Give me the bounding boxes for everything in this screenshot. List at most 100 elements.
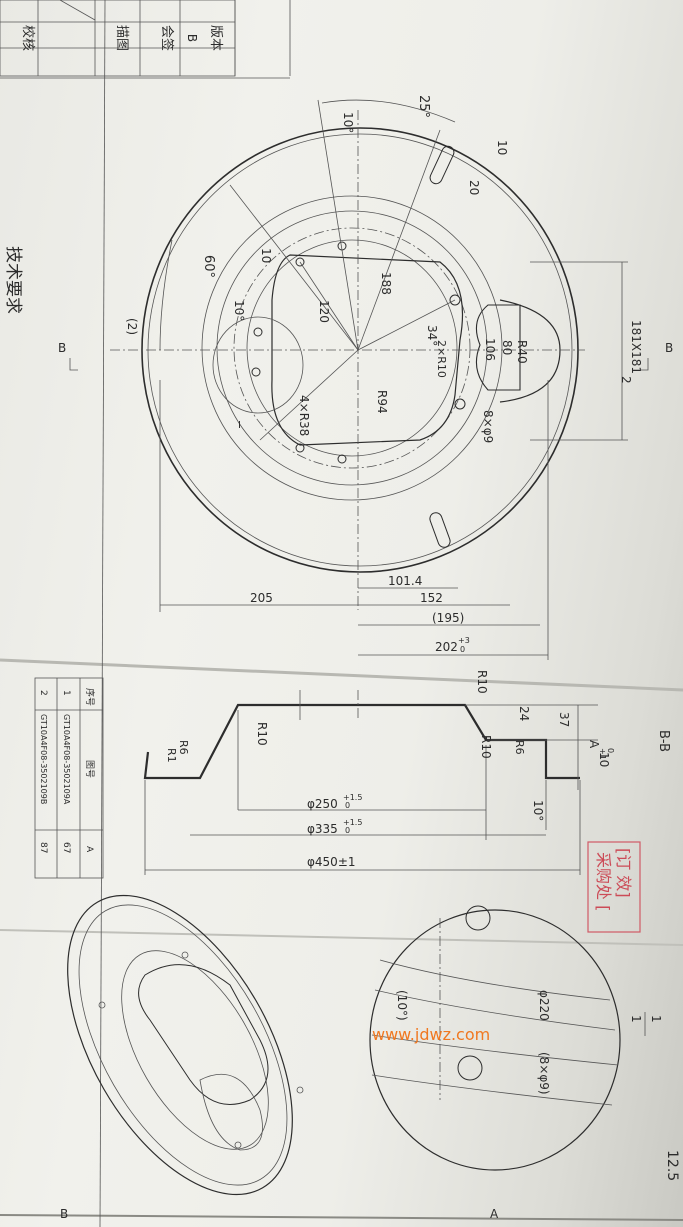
plan-view: I 10° xyxy=(58,95,673,660)
parts-row2-seq: 2 xyxy=(38,690,48,696)
mounting-hole xyxy=(454,398,466,410)
parts-row1-a: 67 xyxy=(61,842,71,853)
dim-195: (195) xyxy=(432,611,464,625)
dim-angle-34: 34° xyxy=(425,325,439,346)
dim-101-4: 101.4 xyxy=(388,574,422,588)
watermark-text: www.jdwz.com xyxy=(372,1025,490,1044)
parts-row2-drawing-no: GT10A4F08-3502109B xyxy=(39,714,48,804)
detail-scale-num: 1 xyxy=(649,1015,663,1023)
detail-angle-10: (10°) xyxy=(395,990,409,1021)
detail-scale-den: 1 xyxy=(629,1015,643,1023)
mounting-hole xyxy=(295,257,305,267)
notch-window xyxy=(475,304,521,391)
parts-table: 序号 图号 A 1 GT10A4F08-3502109A 67 2 GT10A4… xyxy=(34,677,104,879)
angle-arc xyxy=(159,239,173,351)
dim-202-tol-lower: 0 xyxy=(460,645,465,654)
mounting-hole xyxy=(253,327,263,337)
dim-181x181: 181X181 xyxy=(629,320,643,374)
leader xyxy=(317,99,359,351)
border-mark-a: A xyxy=(490,1207,499,1221)
dim-2xr10: 2×R10 xyxy=(435,340,448,378)
sec-a-tol-lower: 0 xyxy=(606,748,615,753)
dim-152: 152 xyxy=(420,591,443,605)
sec-r10-a: R10 xyxy=(255,722,269,746)
border-line xyxy=(99,0,106,1227)
sec-37: 37 xyxy=(557,712,571,727)
sec-d450: φ450±1 xyxy=(307,855,356,869)
center-opening xyxy=(271,254,464,446)
sec-d335-tol-upper: +1.5 xyxy=(343,818,362,827)
mounting-hole xyxy=(449,294,461,306)
section-view: R10 R10 R10 R6 R6 R1 24 37 A +1 0 10 10°… xyxy=(143,670,671,875)
stamp-line-1: [订 效] xyxy=(614,848,633,898)
sec-a-tol-upper: +1 xyxy=(598,748,607,760)
title-block-row-version: 版本 xyxy=(208,25,223,51)
pitch-circle xyxy=(233,227,471,469)
angle-arc xyxy=(321,99,456,123)
detail-d220: φ220 xyxy=(537,990,551,1021)
adjust-slot xyxy=(429,512,451,548)
mounting-hole xyxy=(295,443,305,453)
dim-106: 106 xyxy=(483,338,497,361)
isometric-view xyxy=(67,894,304,1196)
sec-d335: φ335 xyxy=(307,822,338,836)
sec-d335-tol-lower: 0 xyxy=(345,826,350,835)
sec-angle-10: 10° xyxy=(531,800,545,821)
fold-line xyxy=(0,929,683,946)
dim-202: 202 xyxy=(435,640,458,654)
sec-a-dim: A xyxy=(587,740,601,749)
fold-line xyxy=(0,1214,683,1221)
title-block-row-countersign: 会签 xyxy=(159,25,175,51)
mounting-hole xyxy=(337,454,347,464)
detail-circle xyxy=(212,316,304,414)
leader xyxy=(357,299,456,351)
dim-80: 80 xyxy=(500,340,514,355)
detail-holes: (8×φ9) xyxy=(537,1052,551,1095)
inner-circle xyxy=(246,239,458,457)
fold-line xyxy=(0,658,683,692)
sec-10: 10 xyxy=(597,752,611,767)
dim-angle-10-top: 10° xyxy=(341,112,355,133)
dim-r40: R40 xyxy=(515,340,529,364)
leader xyxy=(229,184,359,351)
leader xyxy=(259,349,359,441)
sec-d250-tol-upper: +1.5 xyxy=(343,793,362,802)
dim-4xr38: 4×R38 xyxy=(297,395,311,436)
section-mark-b-left: B xyxy=(58,341,66,355)
surface-roughness: 12.5 xyxy=(664,1150,680,1181)
border-mark-b: B xyxy=(60,1207,68,1221)
dim-paren-2: (2) xyxy=(125,318,139,335)
leader xyxy=(299,261,359,351)
section-mark-b-right: B xyxy=(665,341,673,355)
dim-inner-10: 10 xyxy=(259,248,273,263)
dim-8x9-holes: 8×φ9 xyxy=(481,410,495,443)
title-block-row-revision: B xyxy=(185,34,199,42)
adjust-slot xyxy=(429,145,455,185)
parts-row2-a: 87 xyxy=(38,842,48,853)
detail-view-i: φ220 (10°) (8×φ9) 1 1 xyxy=(369,905,663,1171)
sec-r6-a: R6 xyxy=(177,740,190,755)
dim-205: 205 xyxy=(250,591,273,605)
dim-2: 2 xyxy=(619,376,633,384)
dim-angle-10-left: 10° xyxy=(232,300,246,321)
dim-slot-length: 20 xyxy=(467,180,481,195)
dim-202-tol-upper: +3 xyxy=(458,636,470,645)
inner-circle xyxy=(216,210,488,486)
parts-row1-seq: 1 xyxy=(61,690,71,696)
section-title: B-B xyxy=(656,730,671,752)
approval-stamp: [订 效] 采购处 [ xyxy=(587,841,641,933)
dim-angle-25: 25° xyxy=(416,95,431,118)
mounting-hole xyxy=(251,367,261,377)
parts-header-drawing-no: 图号 xyxy=(84,760,95,778)
parts-row1-drawing-no: GT10A4F08-3502109A xyxy=(62,714,71,805)
dim-slot-width: 10 xyxy=(495,140,509,155)
sec-r6-b: R6 xyxy=(513,740,526,755)
sec-d250-tol-lower: 0 xyxy=(345,801,350,810)
tech-requirements-heading: 技术要求 xyxy=(3,246,23,314)
stamp-line-2: 采购处 [ xyxy=(594,852,613,911)
sec-d250: φ250 xyxy=(307,797,338,811)
title-block-row-tracing: 描图 xyxy=(114,25,129,51)
title-block-row-check: 校核 xyxy=(20,25,36,51)
